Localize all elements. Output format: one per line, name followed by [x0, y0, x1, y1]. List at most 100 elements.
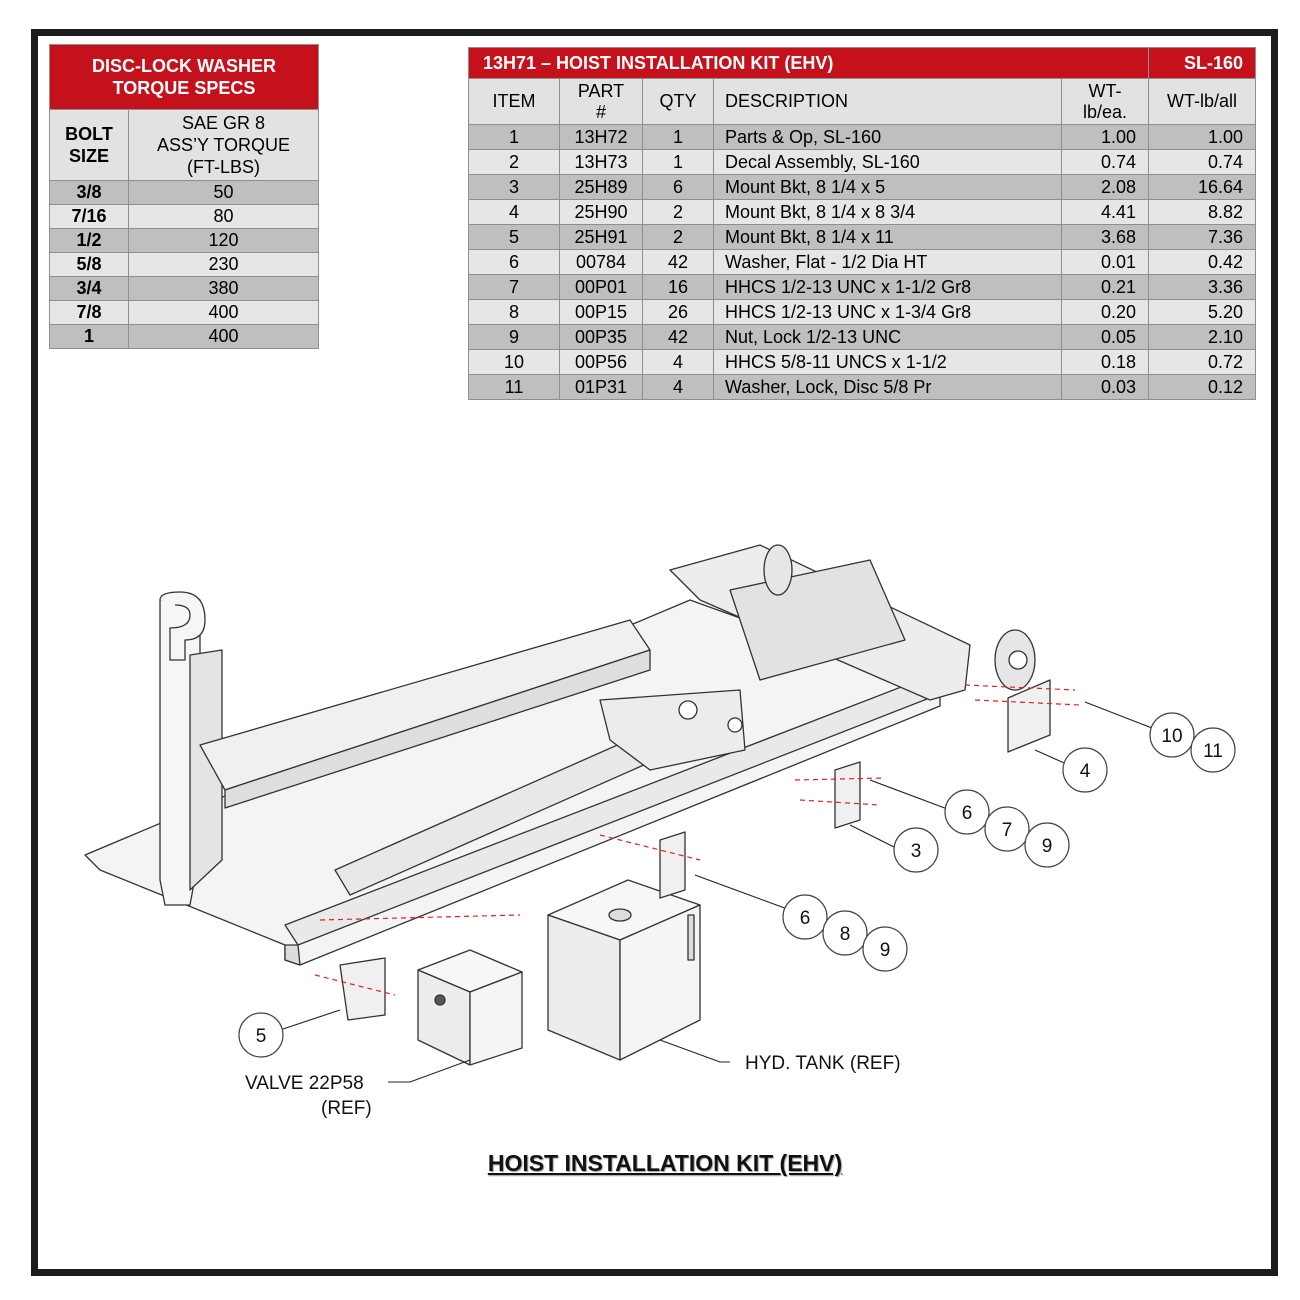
torque-value-cell: 120: [128, 228, 319, 253]
item-cell: 9: [468, 324, 560, 350]
svg-text:10: 10: [1161, 726, 1182, 747]
hoist-frame: [84, 544, 1051, 1066]
wt-all-cell: 5.20: [1148, 299, 1256, 325]
description-cell: Washer, Lock, Disc 5/8 Pr: [713, 374, 1062, 400]
qty-cell: 6: [642, 174, 714, 200]
wt-each-cell: 0.20: [1061, 299, 1149, 325]
header-wt-each-line2: lb/ea.: [1082, 101, 1128, 122]
qty-cell: 42: [642, 324, 714, 350]
wt-each-cell: 1.00: [1061, 124, 1149, 150]
svg-text:9: 9: [880, 940, 891, 961]
qty-cell: 4: [642, 349, 714, 375]
svg-text:11: 11: [1203, 741, 1223, 762]
torque-value-cell: 50: [128, 180, 319, 205]
rail-end: [284, 944, 301, 966]
valve-front: [469, 971, 523, 1066]
header-description: DESCRIPTION: [713, 78, 1062, 125]
part-cell: 00P15: [559, 299, 643, 325]
part-cell: 00P56: [559, 349, 643, 375]
torque-title-line1: DISC-LOCK WASHER: [92, 56, 276, 76]
mount-bracket-4: [1007, 679, 1051, 753]
part-cell: 25H90: [559, 199, 643, 225]
description-cell: Mount Bkt, 8 1/4 x 5: [713, 174, 1062, 200]
svg-text:6: 6: [962, 803, 973, 824]
tank-gauge: [687, 914, 695, 961]
kit-table-title: 13H71 – HOIST INSTALLATION KIT (EHV): [468, 47, 1149, 79]
roller-hub: [1008, 650, 1028, 670]
wt-each-cell: 2.08: [1061, 174, 1149, 200]
pivot-pin: [727, 717, 743, 733]
description-cell: HHCS 1/2-13 UNC x 1-3/4 Gr8: [713, 299, 1062, 325]
header-wt-all: WT-lb/all: [1148, 78, 1256, 125]
qty-cell: 2: [642, 224, 714, 250]
svg-text:4: 4: [1080, 761, 1091, 782]
qty-cell: 16: [642, 274, 714, 300]
part-cell: 01P31: [559, 374, 643, 400]
header-item: ITEM: [468, 78, 560, 125]
item-cell: 7: [468, 274, 560, 300]
description-cell: Nut, Lock 1/2-13 UNC: [713, 324, 1062, 350]
wt-each-cell: 0.21: [1061, 274, 1149, 300]
torque-value-cell: 380: [128, 276, 319, 301]
bolt-size-cell: 1: [49, 324, 129, 349]
qty-cell: 2: [642, 199, 714, 225]
callout-9a: 9: [1024, 822, 1070, 868]
pivot-hole: [678, 700, 698, 720]
callout-3: 3: [893, 827, 939, 873]
item-cell: 2: [468, 149, 560, 175]
part-cell: 00P01: [559, 274, 643, 300]
roller-left: [763, 544, 793, 596]
qty-cell: 26: [642, 299, 714, 325]
bolt-size-header-line1: BOLT: [65, 124, 113, 144]
kit-parts-table: 13H71 – HOIST INSTALLATION KIT (EHV) SL-…: [468, 47, 1256, 400]
callout-9b: 9: [862, 926, 908, 972]
wt-all-cell: 1.00: [1148, 124, 1256, 150]
header-part-line2: #: [595, 101, 606, 122]
torque-table-title: DISC-LOCK WASHER TORQUE SPECS: [49, 44, 319, 110]
header-part: PART #: [559, 78, 643, 125]
bolt-size-cell: 7/16: [49, 204, 129, 229]
part-cell: 25H89: [559, 174, 643, 200]
description-cell: Decal Assembly, SL-160: [713, 149, 1062, 175]
jib-arm-side: [224, 649, 651, 809]
description-cell: Parts & Op, SL-160: [713, 124, 1062, 150]
header-qty: QTY: [642, 78, 714, 125]
hook-tower-side: [189, 649, 223, 891]
wt-all-cell: 0.74: [1148, 149, 1256, 175]
svg-text:6: 6: [800, 908, 811, 929]
wt-each-cell: 0.05: [1061, 324, 1149, 350]
description-cell: Mount Bkt, 8 1/4 x 11: [713, 224, 1062, 250]
svg-text:9: 9: [1042, 836, 1053, 857]
wt-each-cell: 0.74: [1061, 149, 1149, 175]
item-cell: 5: [468, 224, 560, 250]
bolt-size-header: BOLT SIZE: [49, 109, 129, 181]
callout-8: 8: [822, 910, 868, 956]
wt-each-cell: 0.18: [1061, 349, 1149, 375]
valve-port: [434, 994, 446, 1006]
callout-5: 5: [238, 1012, 284, 1058]
torque-title-line2: TORQUE SPECS: [112, 78, 256, 98]
item-cell: 6: [468, 249, 560, 275]
torque-value-cell: 80: [128, 204, 319, 229]
item-cell: 1: [468, 124, 560, 150]
drawing-caption: HOIST INSTALLATION KIT (EHV): [487, 1150, 843, 1176]
callout-11: 11: [1190, 727, 1236, 773]
bolt-size-cell: 3/4: [49, 276, 129, 301]
callout-6b: 6: [782, 894, 828, 940]
valve-label-line1: VALVE 22P58: [245, 1073, 364, 1094]
header-wt-each-line1: WT-: [1088, 80, 1122, 101]
bolt-size-cell: 5/8: [49, 252, 129, 277]
